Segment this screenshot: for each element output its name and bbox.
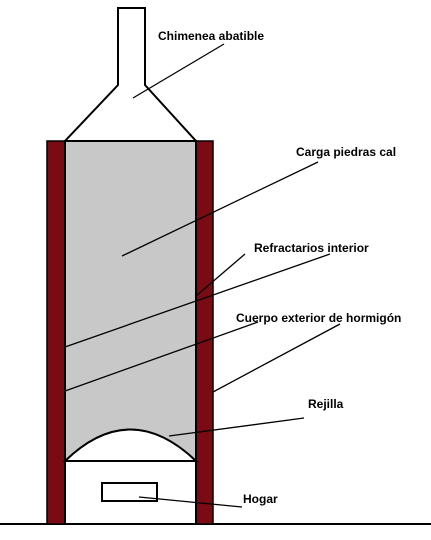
leader-charge xyxy=(121,161,319,257)
outer-wall-left xyxy=(46,140,66,525)
label-hearth: Hogar xyxy=(243,492,278,506)
leader-lines xyxy=(64,43,341,508)
charge-chamber xyxy=(64,140,197,462)
label-charge: Carga piedras cal xyxy=(296,145,397,159)
outer-wall-right xyxy=(195,140,214,525)
leader-grate xyxy=(168,417,305,437)
hearth-opening xyxy=(101,482,158,502)
leader-refractory-left xyxy=(64,253,331,348)
leader-chimney xyxy=(132,43,225,99)
leader-outer-body-left xyxy=(64,321,259,392)
label-chimney: Chimenea abatible xyxy=(158,29,265,43)
grate-dome xyxy=(62,428,199,462)
leader-hearth xyxy=(138,496,243,508)
leader-outer-body-right xyxy=(212,323,341,393)
label-refractory: Refractarios interior xyxy=(254,241,369,255)
label-outer-body: Cuerpo exterior de hormigón xyxy=(236,311,402,325)
chimney xyxy=(62,7,199,142)
label-grate: Rejilla xyxy=(308,397,344,411)
leader-refractory-right xyxy=(195,253,246,297)
